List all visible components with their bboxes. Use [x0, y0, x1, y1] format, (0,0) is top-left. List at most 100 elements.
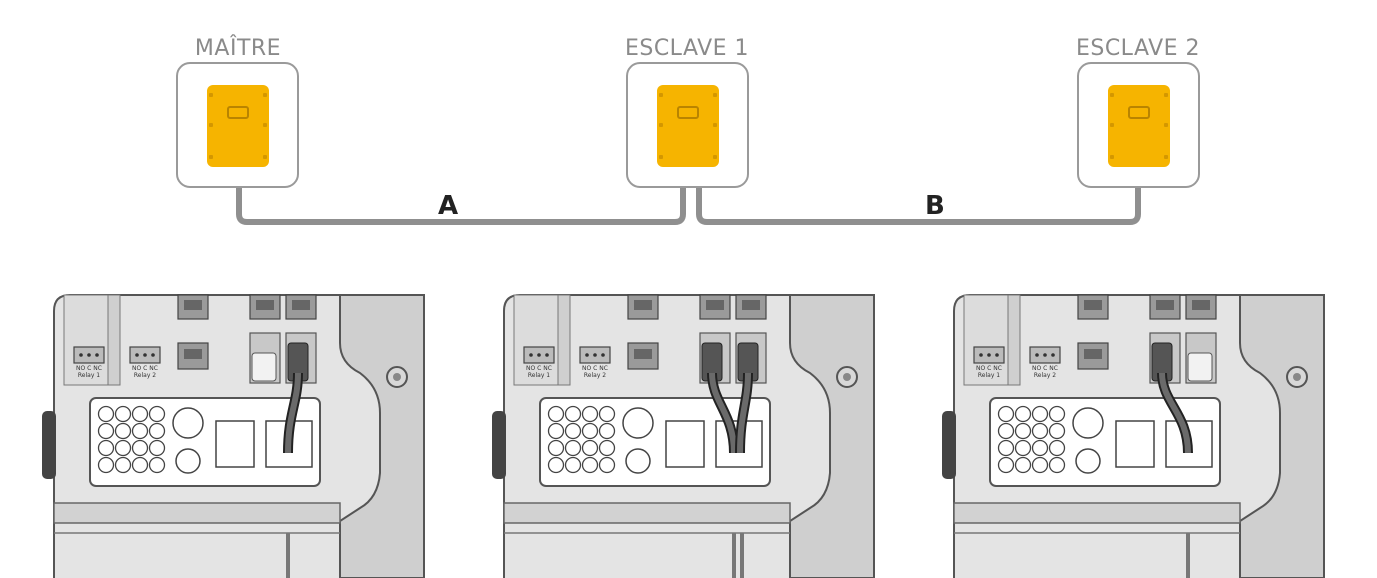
terminal-pin — [987, 353, 991, 357]
device-housing — [657, 85, 719, 167]
gland-hole — [114, 405, 132, 423]
relay-label: Relay 2 — [1034, 372, 1056, 379]
rj45-socket — [184, 300, 202, 310]
terminal-label: NO C NC — [582, 365, 608, 372]
rj45-socket — [742, 300, 760, 310]
gland-hole — [148, 405, 166, 423]
display-window — [227, 106, 249, 119]
board-divider — [557, 294, 571, 386]
square-opening — [665, 420, 705, 468]
left-knob — [42, 411, 56, 479]
gland-hole — [1014, 422, 1032, 440]
gland-hole — [131, 456, 149, 474]
board-divider — [107, 294, 121, 386]
relay-board-area — [513, 294, 559, 386]
segment-a-label: A — [438, 191, 459, 221]
rj45-port — [699, 294, 731, 320]
board-divider — [1007, 294, 1021, 386]
gland-hole — [1048, 456, 1066, 474]
gland-hole — [131, 439, 149, 457]
gland-hole — [148, 422, 166, 440]
gland-hole — [1048, 405, 1066, 423]
rj45-socket — [184, 349, 202, 359]
network-cable — [1159, 372, 1191, 454]
terminal-pin — [87, 353, 91, 357]
housing-bottom — [503, 502, 791, 524]
housing-side — [339, 294, 425, 578]
medium-gland-hole — [175, 448, 201, 474]
gland-hole — [1048, 439, 1066, 457]
rj45-port — [177, 294, 209, 320]
relay-label: Relay 1 — [528, 372, 550, 379]
gland-hole — [97, 405, 115, 423]
terminal-pin — [135, 353, 139, 357]
relay-label: Relay 1 — [978, 372, 1000, 379]
gland-hole — [581, 456, 599, 474]
gland-hole — [131, 422, 149, 440]
terminal-label: NO C NC — [1032, 365, 1058, 372]
square-opening — [1115, 420, 1155, 468]
left-knob — [942, 411, 956, 479]
terminal-pin — [1035, 353, 1039, 357]
terminal-pin — [979, 353, 983, 357]
terminal-label: NO C NC — [76, 365, 102, 372]
gland-hole — [598, 456, 616, 474]
gland-hole — [114, 456, 132, 474]
rj45-socket — [1084, 300, 1102, 310]
rj45-socket — [706, 300, 724, 310]
gland-hole — [97, 422, 115, 440]
slave1-label: ESCLAVE 1 — [624, 36, 750, 61]
terminal-pin — [143, 353, 147, 357]
slave2-label: ESCLAVE 2 — [1075, 36, 1201, 61]
terminal-pin — [151, 353, 155, 357]
gland-hole — [114, 439, 132, 457]
gland-hole — [1031, 405, 1049, 423]
gland-hole — [1031, 422, 1049, 440]
gland-hole — [581, 422, 599, 440]
gland-hole — [547, 405, 565, 423]
cable-b — [696, 186, 1141, 225]
display-window — [677, 106, 699, 119]
terminal-pin — [1043, 353, 1047, 357]
gland-hole — [97, 439, 115, 457]
gland-hole — [97, 456, 115, 474]
rj45-socket — [292, 300, 310, 310]
large-gland-hole — [172, 407, 204, 439]
gland-hole — [1014, 439, 1032, 457]
screw-center — [1293, 373, 1301, 381]
terminal-pin — [1051, 353, 1055, 357]
relay-label: Relay 2 — [134, 372, 156, 379]
master-device — [176, 62, 299, 188]
rj45-port — [627, 294, 659, 320]
gland-hole — [1014, 456, 1032, 474]
terminal-pin — [545, 353, 549, 357]
relay-board-area — [963, 294, 1009, 386]
terminal-label: NO C NC — [526, 365, 552, 372]
gland-hole — [148, 439, 166, 457]
empty-port-cover — [251, 352, 277, 382]
terminal-pin — [95, 353, 99, 357]
terminal-pin — [585, 353, 589, 357]
gland-hole — [598, 422, 616, 440]
gland-hole — [547, 422, 565, 440]
device-housing — [1108, 85, 1170, 167]
gland-hole — [997, 439, 1015, 457]
screw-center — [843, 373, 851, 381]
terminal-pin — [601, 353, 605, 357]
terminal-pin — [529, 353, 533, 357]
empty-port-cover — [1187, 352, 1213, 382]
rj45-socket — [634, 300, 652, 310]
housing-bottom — [53, 502, 341, 524]
medium-gland-hole — [1075, 448, 1101, 474]
gland-hole — [564, 439, 582, 457]
large-gland-hole — [622, 407, 654, 439]
gland-hole — [114, 422, 132, 440]
gland-hole — [997, 405, 1015, 423]
gland-hole — [997, 456, 1015, 474]
gland-hole — [547, 456, 565, 474]
